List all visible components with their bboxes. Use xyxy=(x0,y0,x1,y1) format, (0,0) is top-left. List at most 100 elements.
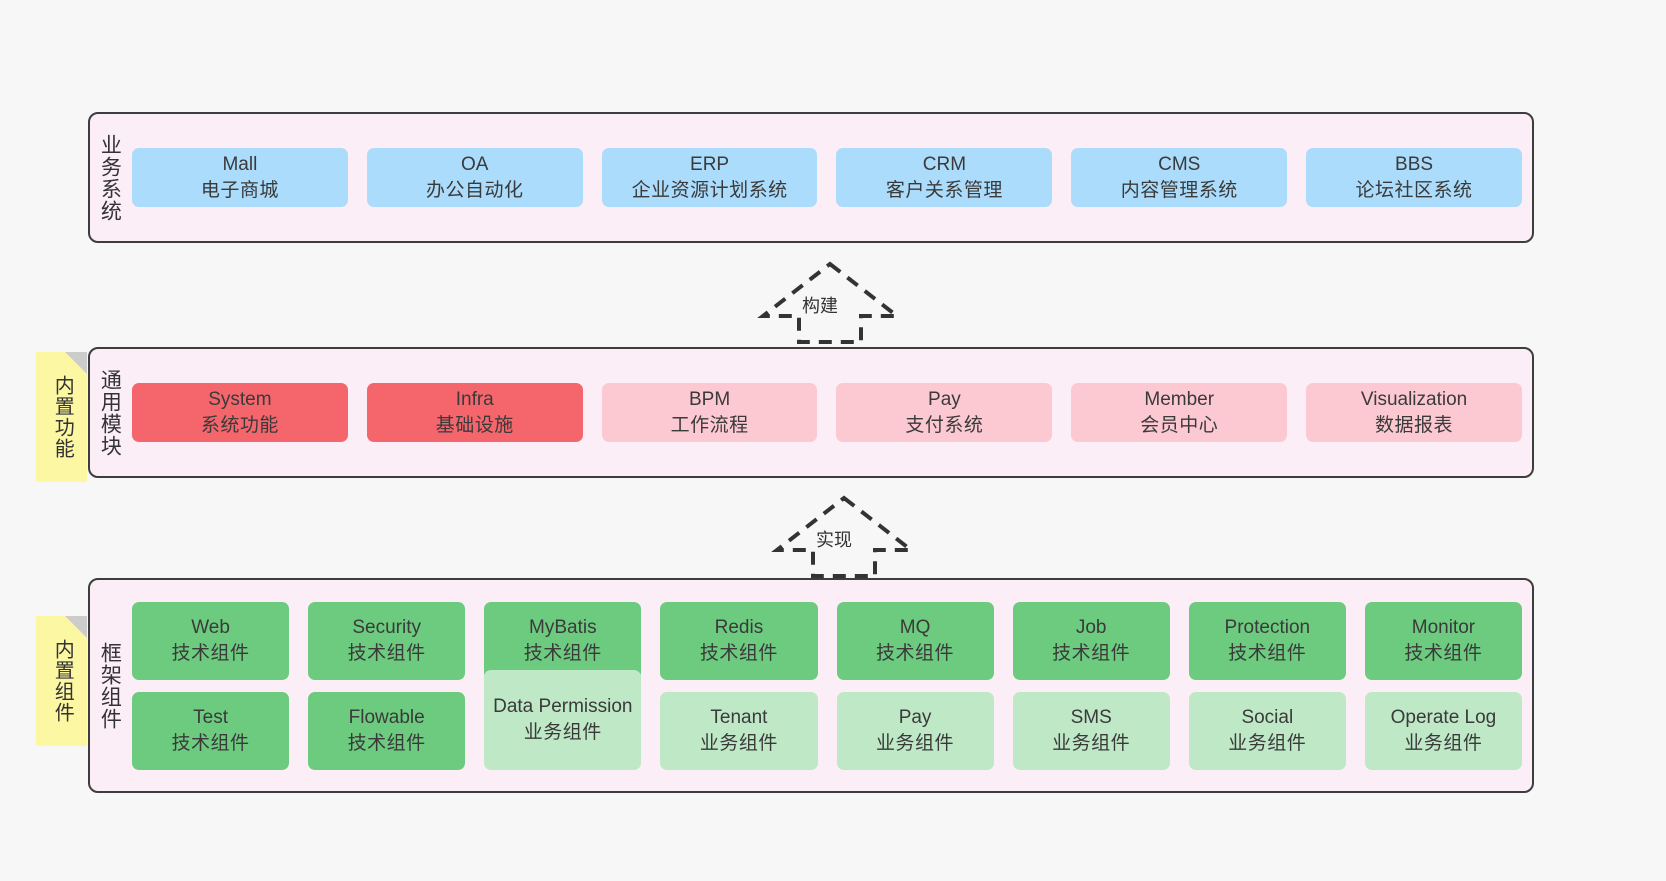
card-title-en: Flowable xyxy=(348,707,425,729)
card-title-en: Visualization xyxy=(1360,389,1468,411)
card-title-cn: 客户关系管理 xyxy=(885,179,1003,201)
card-title-en: Protection xyxy=(1224,617,1311,639)
card-title-en: Redis xyxy=(714,617,764,639)
card-title-cn: 业务组件 xyxy=(523,721,602,743)
card-member[interactable]: Member 会员中心 xyxy=(1071,383,1288,442)
card-title-en: Pay xyxy=(928,389,961,411)
implement-arrow: 实现 xyxy=(769,492,919,580)
card-title-cn: 技术组件 xyxy=(347,732,426,754)
card-title-cn: 办公自动化 xyxy=(425,179,524,201)
note-fold-corner-icon xyxy=(65,616,87,638)
card-title-cn: 内容管理系统 xyxy=(1120,179,1238,201)
card-test[interactable]: Test 技术组件 xyxy=(132,691,290,770)
card-pay[interactable]: Pay 业务组件 xyxy=(836,691,994,770)
card-title-en: Security xyxy=(352,617,421,639)
business-card-row: Mall 电子商城 OA 办公自动化 ERP 企业资源计划系统 CRM 客户关系管理 CMS 内容… xyxy=(132,148,1522,207)
card-title-en: ERP xyxy=(690,154,730,176)
card-title-cn: 技术组件 xyxy=(171,732,250,754)
card-title-cn: 技术组件 xyxy=(171,642,250,664)
card-title-en: OA xyxy=(461,154,489,176)
card-bbs[interactable]: BBS 论坛社区系统 xyxy=(1306,148,1522,207)
business-system-layer: 业务系统 Mall 电子商城 OA 办公自动化 ERP 企业资源计划系统 CRM 客户关系管理… xyxy=(88,112,1534,243)
card-title-cn: 技术组件 xyxy=(1228,642,1307,664)
card-title-cn: 工作流程 xyxy=(670,414,749,436)
card-title-en: Member xyxy=(1144,389,1215,411)
card-title-en: Infra xyxy=(455,389,494,411)
card-title-en: Mall xyxy=(222,154,258,176)
builtin-component-note-label: 内置组件 xyxy=(51,639,74,723)
card-title-cn: 基础设施 xyxy=(435,414,514,436)
card-monitor[interactable]: Monitor 技术组件 xyxy=(1364,601,1522,680)
card-title-en: CMS xyxy=(1158,154,1201,176)
card-web[interactable]: Web 技术组件 xyxy=(132,601,290,680)
card-data-permission[interactable]: Data Permission 业务组件 xyxy=(484,669,642,770)
card-title-en: BBS xyxy=(1395,154,1434,176)
card-job[interactable]: Job 技术组件 xyxy=(1012,601,1170,680)
card-title-cn: 业务组件 xyxy=(1228,732,1307,754)
card-title-cn: 技术组件 xyxy=(347,642,426,664)
card-protection[interactable]: Protection 技术组件 xyxy=(1188,601,1346,680)
card-title-en: Social xyxy=(1241,707,1294,729)
card-title-cn: 会员中心 xyxy=(1140,414,1219,436)
card-title-cn: 业务组件 xyxy=(876,732,955,754)
card-title-cn: 技术组件 xyxy=(1404,642,1483,664)
card-cms[interactable]: CMS 内容管理系统 xyxy=(1071,148,1288,207)
card-title-cn: 技术组件 xyxy=(876,642,955,664)
card-title-cn: 技术组件 xyxy=(1052,642,1131,664)
build-arrow: 构建 xyxy=(755,258,905,346)
builtin-function-note-label: 内置功能 xyxy=(51,375,74,459)
card-title-cn: 支付系统 xyxy=(905,414,984,436)
module-layer-title: 通用模块 xyxy=(98,368,122,457)
card-social[interactable]: Social 业务组件 xyxy=(1188,691,1346,770)
note-fold-corner-icon xyxy=(65,352,87,374)
card-infra[interactable]: Infra 基础设施 xyxy=(366,383,583,442)
card-title-en: Test xyxy=(193,707,228,729)
card-erp[interactable]: ERP 企业资源计划系统 xyxy=(601,148,818,207)
card-title-en: System xyxy=(208,389,272,411)
build-arrow-label: 构建 xyxy=(802,296,838,316)
business-layer-title: 业务系统 xyxy=(98,133,122,222)
card-title-en: CRM xyxy=(922,154,967,176)
card-flowable[interactable]: Flowable 技术组件 xyxy=(308,691,466,770)
card-crm[interactable]: CRM 客户关系管理 xyxy=(836,148,1053,207)
card-oa[interactable]: OA 办公自动化 xyxy=(366,148,583,207)
card-title-cn: 业务组件 xyxy=(699,732,778,754)
builtin-component-note: 内置组件 xyxy=(36,616,87,746)
card-security[interactable]: Security 技术组件 xyxy=(308,601,466,680)
card-title-en: Pay xyxy=(898,707,932,729)
card-mall[interactable]: Mall 电子商城 xyxy=(132,148,348,207)
card-title-en: MQ xyxy=(899,617,931,639)
builtin-function-note: 内置功能 xyxy=(36,352,87,482)
card-title-cn: 企业资源计划系统 xyxy=(631,179,788,201)
card-title-cn: 电子商城 xyxy=(200,179,279,201)
card-title-en: Job xyxy=(1075,617,1107,639)
card-title-en: Web xyxy=(191,617,230,639)
card-title-en: Monitor xyxy=(1411,617,1476,639)
card-title-cn: 论坛社区系统 xyxy=(1355,179,1473,201)
card-title-en: Tenant xyxy=(710,707,768,729)
card-mq[interactable]: MQ 技术组件 xyxy=(836,601,994,680)
card-pay[interactable]: Pay 支付系统 xyxy=(836,383,1053,442)
card-title-en: Data Permission xyxy=(493,696,633,718)
card-tenant[interactable]: Tenant 业务组件 xyxy=(660,691,818,770)
card-title-en: MyBatis xyxy=(529,617,597,639)
card-title-cn: 业务组件 xyxy=(1052,732,1131,754)
business-layer-body: Mall 电子商城 OA 办公自动化 ERP 企业资源计划系统 CRM 客户关系管理 CMS 内容… xyxy=(128,114,1532,241)
card-title-en: Operate Log xyxy=(1390,707,1497,729)
implement-arrow-label: 实现 xyxy=(816,530,852,550)
